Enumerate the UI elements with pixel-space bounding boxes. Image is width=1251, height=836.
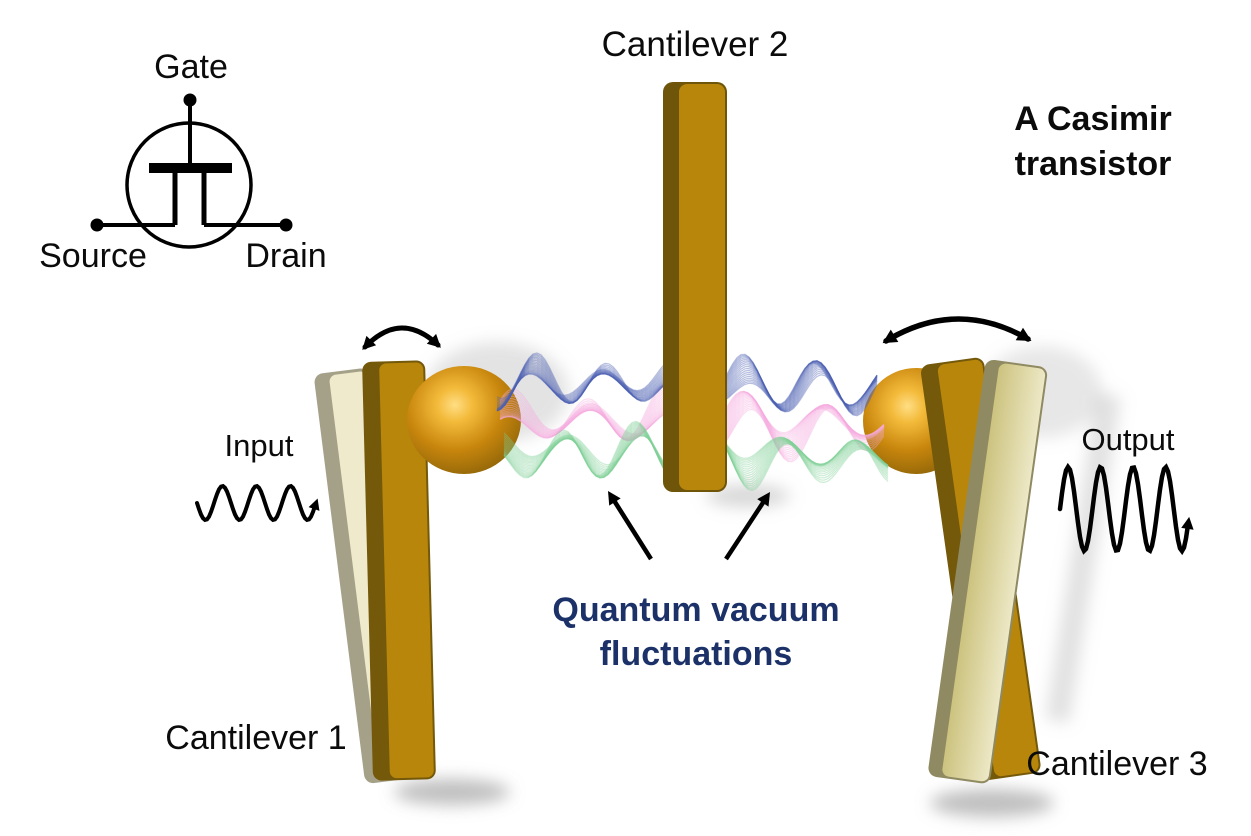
figure-title-line1: A Casimir (1014, 100, 1172, 138)
figure-title: A Casimir transistor (1014, 97, 1171, 187)
cantilever3-label: Cantilever 3 (1026, 745, 1208, 783)
source-label: Source (39, 237, 147, 275)
quantum-fluctuations-caption: Quantum vacuum fluctuations (552, 588, 839, 676)
output-label: Output (1081, 422, 1175, 457)
figure-title-line2: transistor (1014, 145, 1172, 183)
gate-plate (149, 163, 232, 173)
arrowhead (757, 492, 770, 507)
arrowhead (608, 491, 621, 506)
cantilever3-ghost-position (928, 359, 1048, 784)
pointer-arrow (724, 497, 768, 561)
arrowhead (362, 335, 377, 350)
cantilever1-bar (314, 360, 521, 784)
transistor-circuit-icon (90, 93, 293, 249)
arrowhead (1015, 327, 1032, 342)
cantilever1-label: Cantilever 1 (165, 719, 347, 757)
oscillation-arrow-left-icon (362, 325, 441, 350)
gate-label: Gate (154, 48, 228, 86)
source-terminal-dot (90, 218, 104, 232)
caption-line2: fluctuations (599, 635, 793, 673)
arrowhead (308, 498, 320, 511)
output-wave-icon (1057, 462, 1191, 556)
caption-pointer-arrows (608, 491, 770, 561)
cantilever3-bar (863, 357, 1048, 784)
cantilever1-ground-shadow (394, 779, 510, 805)
caption-line1: Quantum vacuum (552, 591, 840, 629)
oscillation-arrow-right-icon (883, 316, 1031, 344)
arrowhead (426, 333, 441, 348)
casimir-sphere-left (407, 366, 521, 474)
cantilever1-gold-beam (362, 360, 436, 781)
oscillation-arrows (362, 316, 1032, 350)
gate-terminal-dot (183, 93, 197, 107)
drain-terminal-dot (279, 218, 293, 232)
io-signal-waves (195, 462, 1194, 556)
pointer-arrow (610, 496, 653, 561)
input-wave-icon (195, 483, 317, 523)
cantilever2-label: Cantilever 2 (601, 25, 789, 64)
arrowhead (1181, 516, 1194, 530)
cantilever3-ground-shadow (930, 789, 1054, 817)
drain-label: Drain (245, 237, 327, 275)
input-label: Input (224, 428, 294, 463)
arrowhead (882, 329, 899, 344)
cantilever2-bar (663, 82, 727, 492)
